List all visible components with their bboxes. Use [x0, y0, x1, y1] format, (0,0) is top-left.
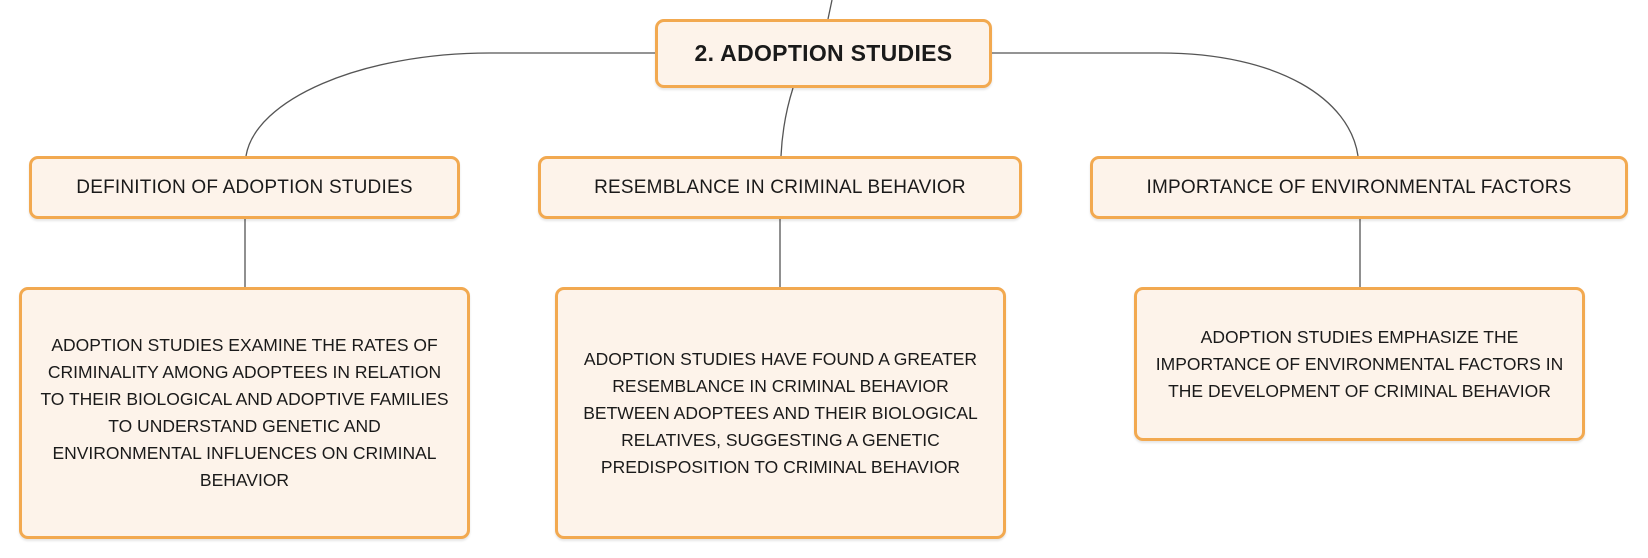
connector-parent-to-root [827, 0, 833, 20]
connector-root-to-branch-1 [245, 52, 655, 157]
branch-node-environmental[interactable]: IMPORTANCE OF ENVIRONMENTAL FACTORS [1090, 156, 1628, 219]
detail-node-text: ADOPTION STUDIES HAVE FOUND A GREATER RE… [583, 348, 978, 477]
root-node-label: 2. ADOPTION STUDIES [694, 40, 953, 66]
connector-root-to-branch-2 [780, 87, 794, 157]
detail-node-definition[interactable]: ADOPTION STUDIES EXAMINE THE RATES OF CR… [19, 287, 470, 539]
detail-node-resemblance[interactable]: ADOPTION STUDIES HAVE FOUND A GREATER RE… [555, 287, 1006, 539]
branch-node-definition[interactable]: DEFINITION OF ADOPTION STUDIES [29, 156, 460, 219]
detail-node-text: ADOPTION STUDIES EMPHASIZE THE IMPORTANC… [1155, 326, 1564, 401]
root-node[interactable]: 2. ADOPTION STUDIES [655, 19, 992, 88]
detail-node-environmental[interactable]: ADOPTION STUDIES EMPHASIZE THE IMPORTANC… [1134, 287, 1585, 441]
branch-node-label: RESEMBLANCE IN CRIMINAL BEHAVIOR [594, 176, 966, 198]
connector-root-to-branch-3 [992, 52, 1359, 157]
detail-node-text: ADOPTION STUDIES EXAMINE THE RATES OF CR… [40, 335, 449, 490]
branch-node-resemblance[interactable]: RESEMBLANCE IN CRIMINAL BEHAVIOR [538, 156, 1022, 219]
branch-node-label: DEFINITION OF ADOPTION STUDIES [76, 176, 413, 198]
branch-node-label: IMPORTANCE OF ENVIRONMENTAL FACTORS [1146, 176, 1572, 198]
